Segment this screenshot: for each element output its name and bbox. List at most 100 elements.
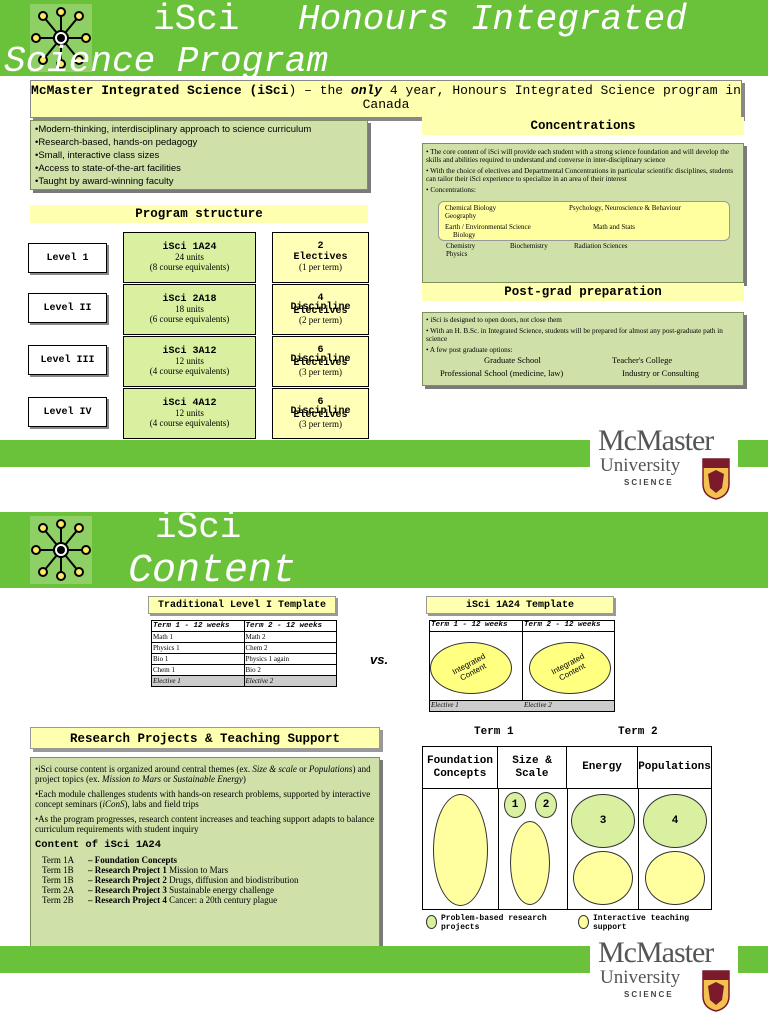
university-wordmark: University <box>600 967 681 988</box>
table-cell: Bio 1 <box>151 653 245 665</box>
postgrad-option: Professional School (medicine, law) <box>440 368 564 378</box>
slide1-footer-band <box>0 440 590 467</box>
university-wordmark: University <box>600 455 681 476</box>
content-title: Content of iSci 1A24 <box>35 839 162 851</box>
level-2-label: Level II <box>28 293 107 323</box>
table-header: Term 1 - 12 weeks <box>431 621 508 629</box>
elective-cell-level-4: 6 Discipline Electives (3 per term) <box>272 388 369 439</box>
slide2-footer-band-right <box>738 946 768 973</box>
slide1-header-band <box>0 0 768 76</box>
course-cell-level-2: iSci 2A18 18 units (6 course equivalents… <box>123 284 256 335</box>
integrated-content-ellipse: Integrated Content <box>529 642 611 694</box>
rp-text: •iSci course content is organized around… <box>35 764 253 774</box>
banner-part-1: McMaster Integrated Science ( <box>31 83 258 98</box>
slide2-title-isci: iSci <box>155 507 242 548</box>
term-item: Term 2B – Research Project 4 Cancer: a 20… <box>42 895 375 905</box>
rp-text-italic: Sustainable Energy <box>173 774 243 784</box>
concentrations-bullet: • With the choice of electives and Depar… <box>426 167 734 183</box>
elective-per: (2 per term) <box>299 314 342 325</box>
elective-cell-level-2: 4 Discipline Electives (2 per term) <box>272 284 369 335</box>
feature-item: •Taught by award-winning faculty <box>35 176 174 187</box>
legend-research-swatch <box>426 915 437 929</box>
slide1-footer-band-right <box>738 440 768 467</box>
conc-item: Psychology, Neuroscience & Behaviour <box>569 204 681 212</box>
feature-item: •Small, interactive class sizes <box>35 150 160 161</box>
term-item: Term 1A– Foundation Concepts <box>42 855 375 865</box>
term-rest: Cancer: a 20th century plague <box>166 895 278 905</box>
concentrations-bullet: • Concentrations: <box>426 186 476 194</box>
conc-item: Biology <box>453 231 476 239</box>
teaching-support-ellipse <box>573 851 633 905</box>
elective-kind: Electives <box>293 251 348 263</box>
postgrad-bullet: • iSci is designed to open doors, not cl… <box>426 316 562 324</box>
rp-text-italic: Mission to Mars <box>101 774 161 784</box>
research-projects-box: •iSci course content is organized around… <box>30 757 380 970</box>
term-item: Term 1B– Research Project 2 Drugs, diffu… <box>42 875 375 885</box>
concentrations-bullet: • The core content of iSci will provide … <box>426 148 729 164</box>
course-cell-level-3: iSci 3A12 12 units (4 course equivalents… <box>123 336 256 387</box>
concentrations-list-2: Chemistry Biochemistry Radiation Science… <box>442 241 740 259</box>
course-code: iSci 4A12 <box>162 397 217 409</box>
mcmaster-logo: McMaster University SCIENCE <box>598 426 738 503</box>
concentrations-box: • The core content of iSci will provide … <box>422 143 744 283</box>
module-header: Energy <box>567 747 638 789</box>
isci-template-table: Term 1 - 12 weeks Term 2 - 12 weeks Elec… <box>429 620 615 712</box>
intro-banner: McMaster Integrated Science (iSci) – the… <box>30 80 742 118</box>
feature-item: •Access to state-of-the-art facilities <box>35 163 181 174</box>
elective-overlap-text: Discipline <box>290 353 351 365</box>
legend-research-label: Problem-based research projects <box>441 914 547 932</box>
rp-text: •Each module challenges students with ha… <box>35 789 371 809</box>
rp-bullet: •As the program progresses, research con… <box>35 814 375 834</box>
elective-per: (1 per term) <box>299 262 342 273</box>
conc-item: Biochemistry <box>510 242 548 250</box>
course-code: iSci 3A12 <box>162 345 217 357</box>
table-cell: Elective 2 <box>243 675 337 687</box>
science-wordmark: SCIENCE <box>624 478 674 487</box>
table-cell: Chem 2 <box>243 642 337 654</box>
term-title: – Research Project 4 <box>88 895 167 905</box>
table-cell: Math 2 <box>243 631 337 643</box>
slide1-title-program: Science Program <box>4 41 329 82</box>
term-title: – Foundation Concepts <box>88 855 178 865</box>
slide1-title-honours: Honours Integrated <box>298 0 687 40</box>
banner-part-2: iSci <box>257 83 289 98</box>
module-header: Populations <box>638 747 711 789</box>
postgrad-box: • iSci is designed to open doors, not cl… <box>422 312 744 386</box>
course-equiv: (8 course equivalents) <box>149 261 230 272</box>
table-cell: Math 1 <box>151 631 245 643</box>
rp-text-italic: iConS <box>102 799 125 809</box>
term-rest: Drugs, diffusion and biodistribution <box>166 875 299 885</box>
cell-text: Physics 1 again <box>245 655 290 663</box>
traditional-template-title: Traditional Level I Template <box>148 596 336 614</box>
term-item: Term 2A– Research Project 3 Sustainable … <box>42 885 375 895</box>
rp-text: ) and project topics (ex. <box>35 764 371 784</box>
rp-text: ) <box>242 774 246 784</box>
conc-item: Geography <box>445 212 477 220</box>
term2-label: Term 2 <box>618 726 658 738</box>
program-structure-title: Program structure <box>30 205 368 223</box>
term-title: – Research Project 2 <box>88 875 167 885</box>
elective-per: (3 per term) <box>299 366 342 377</box>
teaching-support-ellipse <box>433 794 488 906</box>
project-ellipse-3: 3 <box>571 794 635 848</box>
rp-text-italic: Populations <box>308 764 353 774</box>
term-code: Term 1B <box>42 865 74 875</box>
postgrad-title: Post-grad preparation <box>422 283 744 301</box>
rp-bullet: •iSci course content is organized around… <box>35 764 375 784</box>
elective-cell-level-3: 6 Discipline Electives (3 per term) <box>272 336 369 387</box>
mcmaster-crest-icon <box>702 458 730 500</box>
rp-text-italic: Size & scale <box>252 764 297 774</box>
banner-part-5: 4 year, Honours Integrated Science progr… <box>362 83 741 113</box>
course-equiv: (4 course equivalents) <box>149 417 230 428</box>
project-ellipse-2: 2 <box>535 792 557 818</box>
postgrad-option: Graduate School <box>484 355 541 365</box>
teaching-support-ellipse <box>510 821 550 905</box>
term-code: Term 2B <box>42 895 74 905</box>
elective-kind: Electives <box>293 409 348 421</box>
course-cell-level-1: iSci 1A24 24 units (8 course equivalents… <box>123 232 256 283</box>
rp-bullet: •Each module challenges students with ha… <box>35 789 375 809</box>
term-title: – Research Project 1 <box>88 865 167 875</box>
feature-item: •Research-based, hands-on pedagogy <box>35 137 198 148</box>
banner-part-4: only <box>350 83 383 98</box>
